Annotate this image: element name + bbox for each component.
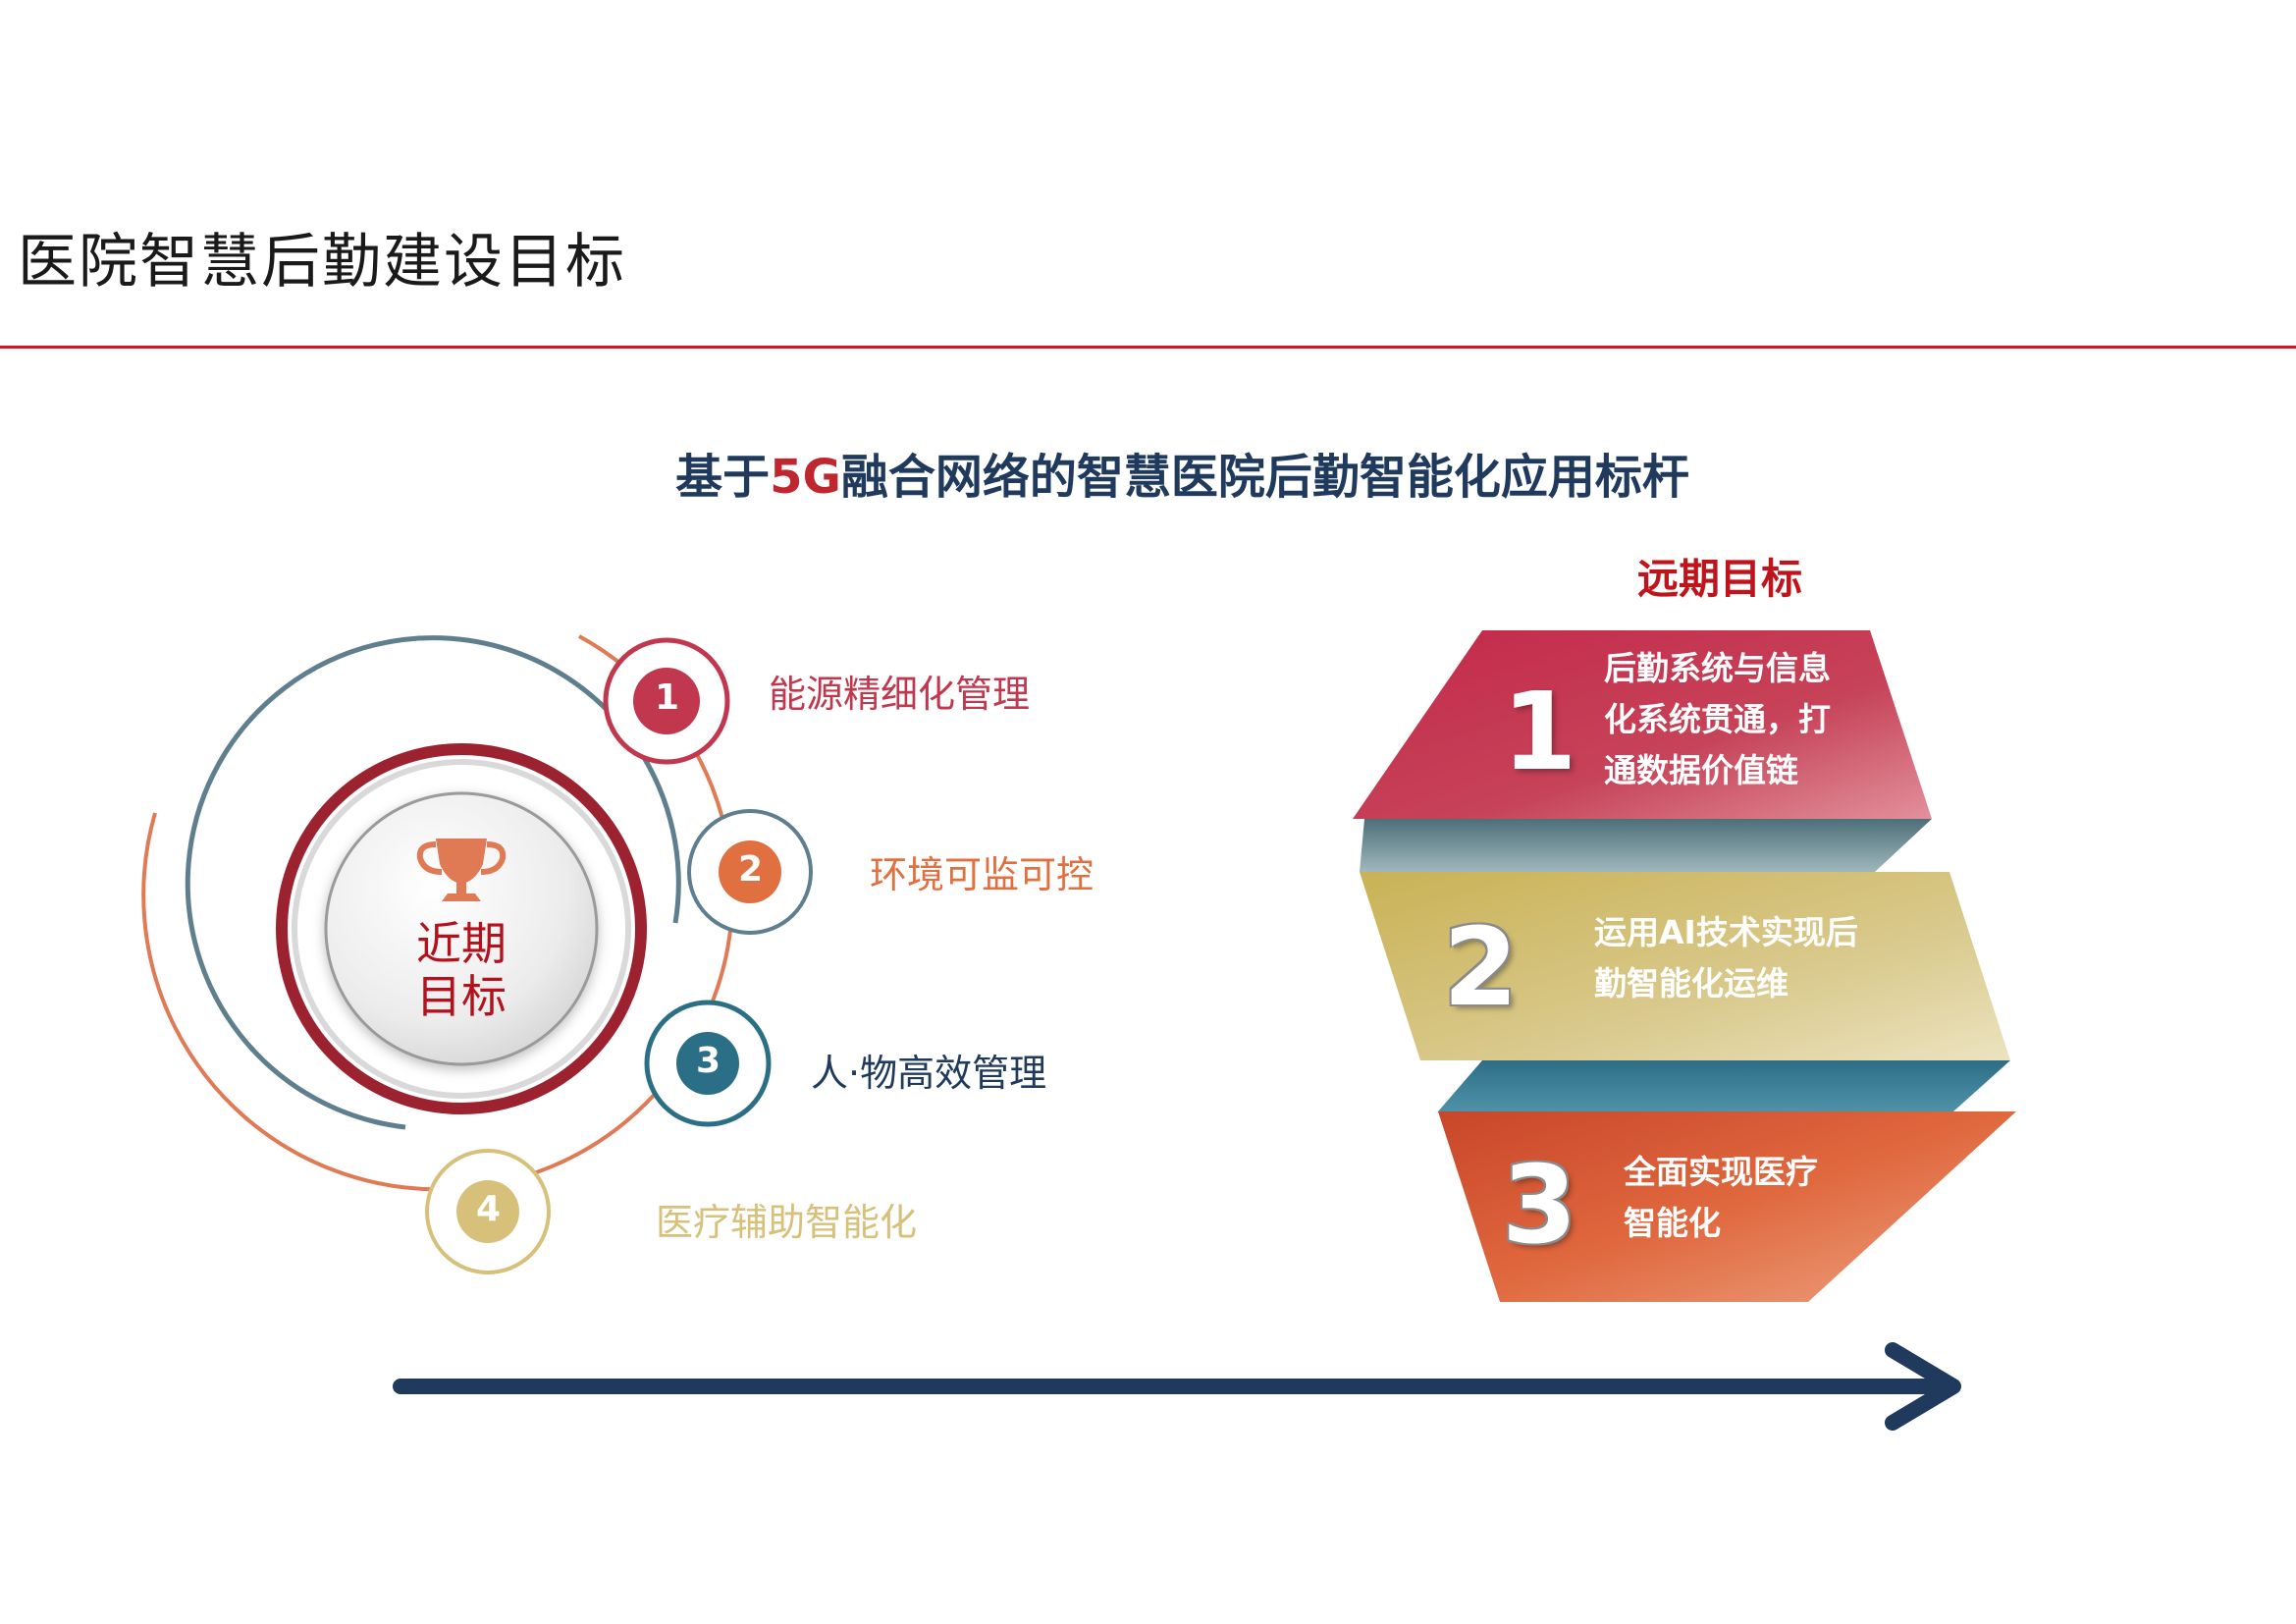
item-4-label: 医疗辅助智能化 (656, 1201, 918, 1244)
step-2-line-2: 勤智能化运维 (1594, 964, 1789, 1002)
step-connector-1 (1360, 819, 1932, 872)
outer-orange-arc (141, 634, 735, 1192)
item-4-number: 4 (476, 1189, 502, 1229)
item-1-number: 1 (655, 677, 680, 718)
step-2-number: 2 (1443, 904, 1519, 1030)
step-2-block (1360, 872, 2010, 1060)
center-label-line-1: 近期 (416, 917, 507, 970)
center-label: 近期 目标 (363, 917, 560, 1023)
center-label-line-2: 目标 (416, 970, 507, 1023)
step-3-block (1438, 1111, 2016, 1302)
step-1-block (1353, 630, 1932, 819)
step-3-line-2: 智能化 (1624, 1204, 1721, 1242)
page-title: 医院智慧后勤建设目标 (18, 228, 626, 297)
item-3-label: 人·物高效管理 (811, 1052, 1047, 1095)
center-red-ring-inner (292, 759, 631, 1099)
trophy-icon (416, 839, 507, 901)
item-2-bubble (687, 809, 813, 935)
step-3-number: 3 (1502, 1142, 1577, 1268)
step-1-line-1: 后勤系统与信息 (1604, 649, 1831, 687)
item-3-number: 3 (696, 1041, 721, 1081)
item-2-label: 环境可监可控 (870, 853, 1095, 896)
item-3-bubble (644, 1000, 772, 1127)
step-3-text: 全面实现医疗 智能化 (1624, 1147, 1818, 1249)
item-4-bubble (425, 1149, 551, 1274)
item-1-label: 能源精细化管理 (769, 673, 1031, 716)
item-2-number: 2 (738, 849, 764, 890)
step-1-text: 后勤系统与信息 化系统贯通，打 通数据价值链 (1604, 643, 1831, 796)
subtitle-suffix: 融合网络的智慧医院后勤智能化应用标杆 (840, 450, 1689, 505)
title-divider (0, 346, 2296, 349)
timeline-arrow-icon (393, 1342, 1961, 1431)
item-1-bubble (603, 637, 730, 765)
center-disk (324, 791, 599, 1066)
step-3-line-1: 全面实现医疗 (1624, 1153, 1818, 1191)
subtitle-highlight: 5G (770, 450, 841, 505)
step-2-text: 运用AI技术实现后 勤智能化运维 (1594, 907, 1858, 1009)
step-1-number: 1 (1502, 669, 1577, 794)
right-heading: 远期目标 (1637, 555, 1803, 603)
step-1-line-3: 通数据价值链 (1604, 751, 1798, 789)
step-1-line-2: 化系统贯通，打 (1604, 700, 1831, 738)
subtitle-prefix: 基于 (675, 450, 771, 505)
subtitle: 基于5G融合网络的智慧医院后勤智能化应用标杆 (0, 438, 2296, 507)
center-red-ring (276, 743, 647, 1114)
step-2-line-1: 运用AI技术实现后 (1594, 913, 1858, 951)
step-connector-2 (1438, 1060, 2010, 1111)
